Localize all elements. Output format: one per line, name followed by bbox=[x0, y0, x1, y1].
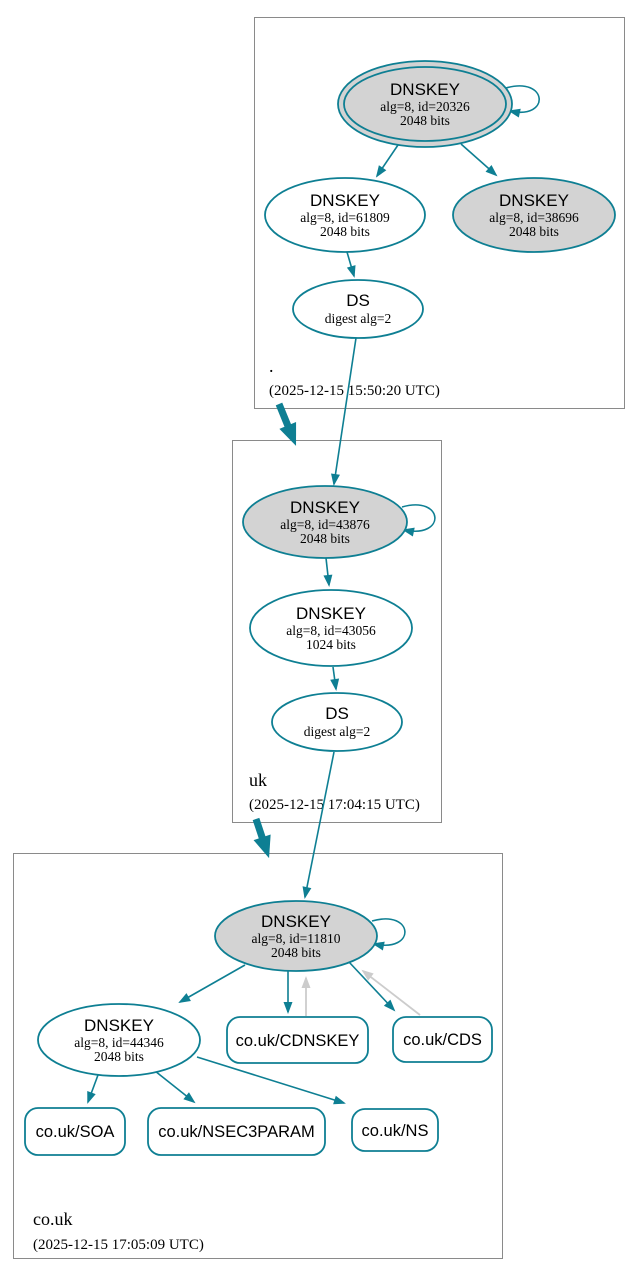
edge-dnskey-43876-to-43056 bbox=[323, 557, 333, 587]
zone-timestamp-uk: (2025-12-15 17:04:15 UTC) bbox=[249, 797, 420, 813]
edge-ds-uk-to-dnskey-11810 bbox=[302, 751, 335, 899]
delegation-arrow-root-to-uk bbox=[275, 402, 297, 446]
node-root-dnskey-38696[interactable]: DNSKEY alg=8, id=38696 2048 bits bbox=[452, 177, 616, 253]
node-title: DNSKEY bbox=[310, 191, 380, 210]
edge-dnskey-20326-to-61809 bbox=[375, 144, 399, 178]
edge-dnskey-61809-to-ds-root bbox=[346, 251, 356, 278]
node-title: DNSKEY bbox=[390, 80, 460, 99]
rrset-label: co.uk/SOA bbox=[36, 1123, 115, 1141]
node-detail: alg=8, id=38696 bbox=[489, 210, 579, 225]
edge-dnskey-44346-to-ns bbox=[196, 1056, 346, 1105]
node-title: DNSKEY bbox=[296, 604, 366, 623]
dnskey-ellipse bbox=[249, 589, 413, 667]
node-detail: alg=8, id=44346 bbox=[74, 1035, 164, 1050]
rrset-rect bbox=[392, 1016, 493, 1063]
edge-dnskey-44346-to-nsec3param bbox=[154, 1070, 196, 1104]
zone-box-uk bbox=[232, 440, 442, 823]
node-title: DS bbox=[325, 704, 349, 723]
node-root-dnskey-61809[interactable]: DNSKEY alg=8, id=61809 2048 bits bbox=[264, 177, 426, 253]
node-detail: 2048 bits bbox=[271, 945, 321, 960]
zone-box-root bbox=[254, 17, 625, 409]
dnskey-ellipse bbox=[37, 1003, 201, 1077]
node-couk-cds-rrset[interactable]: co.uk/CDS bbox=[392, 1016, 493, 1063]
ds-ellipse bbox=[271, 692, 403, 752]
edge-dnskey-43056-to-ds-uk bbox=[330, 666, 340, 691]
node-title: DNSKEY bbox=[290, 498, 360, 517]
node-couk-ns-rrset[interactable]: co.uk/NS bbox=[351, 1108, 439, 1152]
edge-selfloop-dnskey-11810 bbox=[371, 918, 406, 951]
node-detail: 2048 bits bbox=[509, 224, 559, 239]
node-detail: alg=8, id=20326 bbox=[380, 99, 470, 114]
edge-selfloop-dnskey-20326 bbox=[505, 85, 540, 118]
node-detail: 2048 bits bbox=[320, 224, 370, 239]
node-couk-dnskey-11810[interactable]: DNSKEY alg=8, id=11810 2048 bits bbox=[214, 900, 378, 972]
node-uk-dnskey-43056[interactable]: DNSKEY alg=8, id=43056 1024 bits bbox=[249, 589, 413, 667]
rrset-label: co.uk/NS bbox=[362, 1122, 429, 1140]
node-root-dnskey-20326[interactable]: DNSKEY alg=8, id=20326 2048 bits bbox=[337, 60, 513, 148]
rrset-rect bbox=[147, 1107, 326, 1156]
node-couk-nsec3param-rrset[interactable]: co.uk/NSEC3PARAM bbox=[147, 1107, 326, 1156]
node-detail: alg=8, id=11810 bbox=[252, 931, 341, 946]
node-couk-dnskey-44346[interactable]: DNSKEY alg=8, id=44346 2048 bits bbox=[37, 1003, 201, 1077]
rrset-rect bbox=[24, 1107, 126, 1156]
node-detail: digest alg=2 bbox=[325, 311, 391, 326]
node-detail: 2048 bits bbox=[300, 531, 350, 546]
node-couk-cdnskey-rrset[interactable]: co.uk/CDNSKEY bbox=[226, 1016, 369, 1064]
node-detail: 2048 bits bbox=[94, 1049, 144, 1064]
edge-ds-root-to-dnskey-43876 bbox=[331, 337, 357, 486]
rrset-rect bbox=[351, 1108, 439, 1152]
node-detail: alg=8, id=61809 bbox=[300, 210, 390, 225]
rrset-label: co.uk/NSEC3PARAM bbox=[158, 1123, 315, 1141]
zone-label-uk: uk bbox=[249, 770, 267, 790]
zone-timestamp-couk: (2025-12-15 17:05:09 UTC) bbox=[33, 1237, 204, 1253]
node-uk-dnskey-43876[interactable]: DNSKEY alg=8, id=43876 2048 bits bbox=[242, 485, 408, 559]
ksk-inner-ellipse bbox=[343, 66, 507, 142]
edge-dnskey-20326-to-38696 bbox=[460, 143, 498, 177]
rrset-label: co.uk/CDNSKEY bbox=[236, 1032, 360, 1050]
node-detail: digest alg=2 bbox=[304, 724, 370, 739]
node-title: DNSKEY bbox=[261, 912, 331, 931]
node-title: DS bbox=[346, 291, 370, 310]
zone-label-couk: co.uk bbox=[33, 1209, 73, 1229]
dnskey-ellipse bbox=[264, 177, 426, 253]
node-couk-soa-rrset[interactable]: co.uk/SOA bbox=[24, 1107, 126, 1156]
ksk-ellipse bbox=[242, 485, 408, 559]
node-detail: 1024 bits bbox=[306, 637, 356, 652]
node-detail: alg=8, id=43056 bbox=[286, 623, 376, 638]
zone-timestamp-root: (2025-12-15 15:50:20 UTC) bbox=[269, 383, 440, 399]
zone-label-root: . bbox=[269, 356, 274, 376]
rrset-rect bbox=[226, 1016, 369, 1064]
node-detail: 2048 bits bbox=[400, 113, 450, 128]
ds-ellipse bbox=[292, 279, 424, 339]
dnskey-ellipse bbox=[452, 177, 616, 253]
node-root-ds[interactable]: DS digest alg=2 bbox=[292, 279, 424, 339]
node-detail: alg=8, id=43876 bbox=[280, 517, 370, 532]
ksk-ellipse bbox=[214, 900, 378, 972]
node-uk-ds[interactable]: DS digest alg=2 bbox=[271, 692, 403, 752]
edge-dnskey-11810-to-cds bbox=[348, 961, 396, 1012]
edge-selfloop-dnskey-43876 bbox=[401, 504, 436, 537]
edge-dnskey-44346-to-soa bbox=[87, 1074, 99, 1104]
edge-dnskey-11810-to-44346 bbox=[178, 964, 246, 1003]
node-title: DNSKEY bbox=[84, 1016, 154, 1035]
rrset-label: co.uk/CDS bbox=[403, 1031, 482, 1049]
ksk-outer-ellipse bbox=[337, 60, 513, 148]
delegation-arrow-uk-to-couk bbox=[252, 817, 271, 859]
edge-cds-to-dnskey-11810 bbox=[361, 969, 421, 1016]
node-title: DNSKEY bbox=[499, 191, 569, 210]
